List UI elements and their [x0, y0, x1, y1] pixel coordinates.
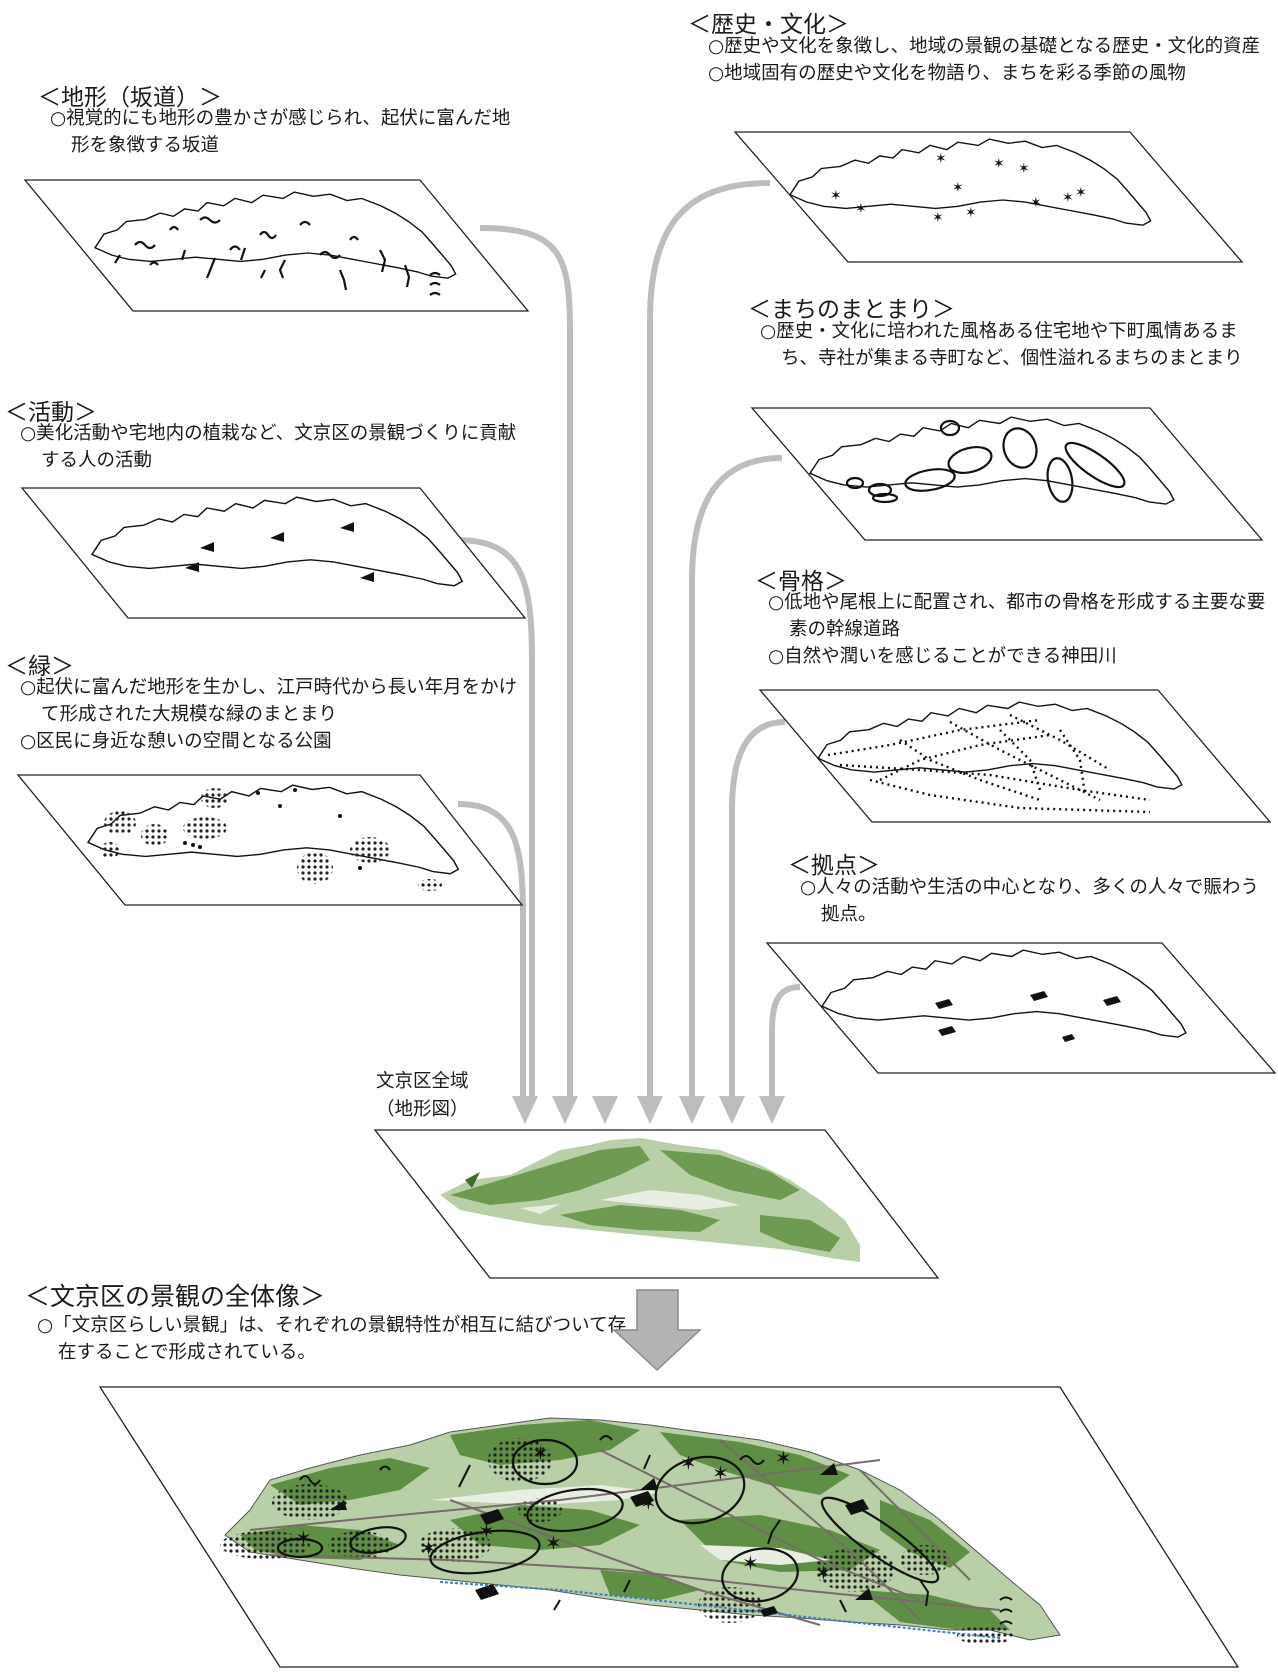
arrowhead-2 [552, 1096, 578, 1124]
district-title: ＜まちのまとまり＞ [748, 297, 955, 323]
district-description: ○歴史・文化に培われた風格ある住宅地や下町風情あるまち、寺社が集まる寺町など、個… [760, 318, 1260, 372]
arrowhead-1 [512, 1096, 538, 1124]
slope-title: ＜地形（坂道）＞ [38, 85, 222, 111]
framework-roads [827, 713, 1151, 814]
svg-text:✶: ✶ [420, 1536, 437, 1560]
overall-kanda-river [439, 1581, 1001, 1639]
hub-layer-map [765, 942, 1277, 1074]
arrowhead-6 [719, 1096, 745, 1124]
framework-layer-map [758, 689, 1272, 823]
green-item-2: ○区民に身近な憩いの空間となる公園 [20, 731, 332, 752]
history-stars: ✶✶✶ ✶✶✶ ✶✶✶ ✶✶ [830, 151, 1087, 226]
slope-description: ○視覚的にも地形の豊かさが感じられ、起伏に富んだ地形を象徴する坂道 [50, 105, 515, 159]
svg-text:✶: ✶ [295, 1526, 312, 1550]
overall-activity-markers [330, 1463, 873, 1600]
overall-combined-map: ✶✶✶ ✶✶✶ ✶✶✶ ✶✶ [98, 1386, 1240, 1668]
history-layer-map: ✶✶✶ ✶✶✶ ✶✶✶ ✶✶ [733, 131, 1244, 263]
svg-text:✶: ✶ [742, 1551, 759, 1575]
base-map-label-line2: （地形図） [376, 1099, 469, 1120]
green-title: ＜緑＞ [5, 654, 74, 680]
park-dots [183, 788, 362, 870]
district-item-1: ○歴史・文化に培われた風格ある住宅地や下町風情あるまち、寺社が集まる寺町など、個… [760, 321, 1243, 369]
activity-title: ＜活動＞ [5, 400, 97, 426]
svg-text:✶: ✶ [830, 188, 842, 204]
history-item-1: ○歴史や文化を象徴し、地域の景観の基礎となる歴史・文化的資産 [708, 36, 1261, 57]
connector-arrows [456, 180, 801, 1098]
framework-description: ○低地や尾根上に配置され、都市の骨格を形成する主要な要素の幹線道路 ○自然や潤い… [768, 589, 1268, 670]
arrow-slope [479, 225, 573, 1098]
svg-text:✶: ✶ [1018, 161, 1030, 177]
svg-text:✶: ✶ [532, 1441, 549, 1465]
svg-text:✶: ✶ [932, 210, 944, 226]
svg-text:✶: ✶ [545, 1531, 562, 1555]
arrow-hub [769, 984, 801, 1098]
overall-hubs [475, 1491, 869, 1617]
svg-text:✶: ✶ [815, 1561, 832, 1585]
activity-description: ○美化活動や宅地内の植栽など、文京区の景観づくりに貢献する人の活動 [20, 420, 518, 474]
arrowhead-4 [637, 1096, 663, 1124]
svg-text:✶: ✶ [965, 205, 977, 221]
overall-district-ellipses [276, 1438, 940, 1603]
arrow-history [647, 180, 771, 1098]
history-description: ○歴史や文化を象徴し、地域の景観の基礎となる歴史・文化的資産 ○地域固有の歴史や… [708, 33, 1263, 87]
overall-history-stars: ✶✶✶ ✶✶✶ ✶✶✶ ✶✶ [295, 1441, 832, 1585]
hub-item-1: ○人々の活動や生活の中心となり、多くの人々で賑わう拠点。 [800, 877, 1259, 925]
history-item-2: ○地域固有の歴史や文化を物語り、まちを彩る季節の風物 [708, 63, 1186, 84]
activity-markers [185, 522, 374, 582]
district-ellipses [845, 419, 1126, 504]
svg-text:✶: ✶ [952, 180, 964, 196]
overall-description: ○「文京区らしい景観」は、それぞれの景観特性が相互に結びついて存在することで形成… [37, 1312, 627, 1366]
svg-text:✶: ✶ [1062, 190, 1074, 206]
green-description: ○起伏に富んだ地形を生かし、江戸時代から長い年月をかけて形成された大規模な緑のま… [20, 674, 525, 755]
overall-slopes [299, 1435, 1013, 1625]
hub-markers [935, 991, 1121, 1042]
green-item-1: ○起伏に富んだ地形を生かし、江戸時代から長い年月をかけて形成された大規模な緑のま… [20, 677, 518, 725]
slope-item-1: ○視覚的にも地形の豊かさが感じられ、起伏に富んだ地形を象徴する坂道 [50, 108, 511, 156]
svg-text:✶: ✶ [775, 1446, 792, 1470]
terrain-green-dark [450, 1146, 840, 1252]
framework-title: ＜骨格＞ [755, 569, 847, 595]
svg-text:✶: ✶ [855, 201, 867, 217]
svg-text:✶: ✶ [1075, 185, 1087, 201]
arrow-framework [729, 719, 786, 1098]
activity-item-1: ○美化活動や宅地内の植栽など、文京区の景観づくりに貢献する人の活動 [20, 423, 517, 471]
arrow-heads [512, 1096, 785, 1124]
framework-item-1: ○低地や尾根上に配置され、都市の骨格を形成する主要な要素の幹線道路 [768, 592, 1266, 640]
svg-text:✶: ✶ [935, 151, 947, 167]
history-title: ＜歴史・文化＞ [688, 12, 849, 38]
overall-item-1: ○「文京区らしい景観」は、それぞれの景観特性が相互に結びついて存在することで形成… [37, 1315, 627, 1363]
arrowhead-7 [759, 1096, 785, 1124]
arrow-green [457, 801, 526, 1098]
green-areas [100, 788, 442, 891]
base-terrain-map [373, 1129, 940, 1279]
slope-marks [114, 216, 441, 296]
hub-description: ○人々の活動や生活の中心となり、多くの人々で賑わう拠点。 [800, 874, 1265, 928]
terrain-lowland [520, 1190, 740, 1214]
big-down-arrow [612, 1289, 702, 1372]
arrow-district [689, 455, 783, 1098]
slope-layer-map [23, 179, 530, 312]
arrowhead-3 [592, 1096, 618, 1124]
base-map-label: 文京区全域 （地形図） [376, 1068, 469, 1124]
svg-text:✶: ✶ [680, 1451, 697, 1475]
activity-layer-map [20, 487, 527, 619]
svg-text:✶: ✶ [1030, 195, 1042, 211]
hub-title: ＜拠点＞ [788, 853, 880, 879]
svg-text:✶: ✶ [478, 1519, 495, 1543]
svg-text:✶: ✶ [712, 1461, 729, 1485]
framework-item-2: ○自然や潤いを感じることができる神田川 [768, 646, 1117, 667]
overall-green-clusters [220, 1438, 1013, 1645]
arrow-activity [456, 537, 535, 1098]
district-layer-map [750, 407, 1264, 541]
arrowhead-5 [679, 1096, 705, 1124]
green-layer-map [16, 774, 524, 906]
svg-text:✶: ✶ [993, 156, 1005, 172]
overall-title: ＜文京区の景観の全体像＞ [25, 1282, 326, 1311]
base-map-label-line1: 文京区全域 [376, 1071, 469, 1092]
